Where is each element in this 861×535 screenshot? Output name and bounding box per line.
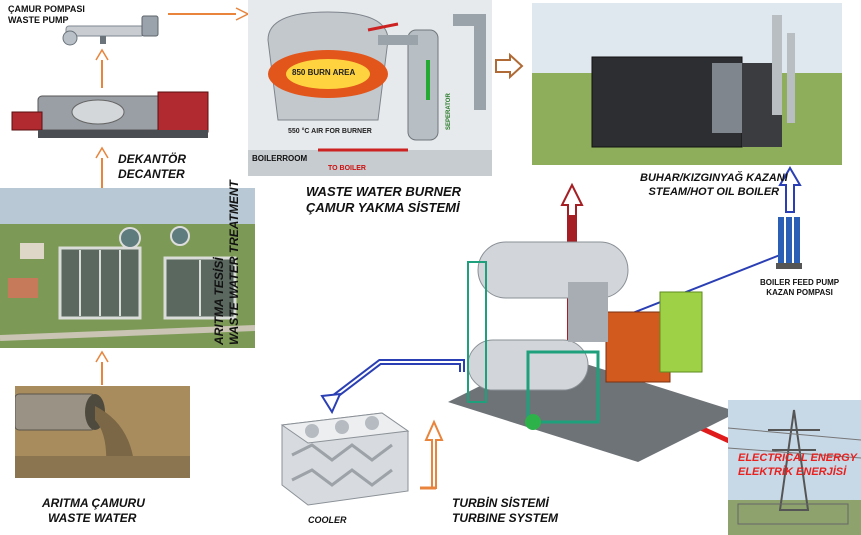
burner-label-tr: ÇAMUR YAKMA SİSTEMİ xyxy=(306,200,460,216)
burner-label-en: WASTE WATER BURNER xyxy=(306,184,462,199)
electric-label-tr: ELEKTRİK ENERJİSİ xyxy=(738,465,847,478)
turbine-label-tr: TURBİN SİSTEMİ xyxy=(452,496,549,510)
burner-image: 850 BURN AREA 550 °C AIR FOR BURNER BOIL… xyxy=(248,0,492,176)
boilerroom-text: BOILERROOM xyxy=(252,154,308,163)
waste-pump-image xyxy=(60,6,165,50)
cooler-image xyxy=(272,405,414,510)
cooler-label: COOLER xyxy=(308,515,347,525)
to-boiler-text: TO BOILER xyxy=(328,165,366,172)
turbine-system-image xyxy=(438,222,738,472)
treatment-label: ARITMA TESİSİ WASTE WATER TREATMENT xyxy=(212,180,242,345)
burn-area-text: 850 BURN AREA xyxy=(292,68,356,77)
electric-grid-image xyxy=(728,400,861,535)
sludge-pipe-image xyxy=(15,386,190,478)
sludge-label-en: WASTE WATER xyxy=(48,511,137,525)
feed-pump-label-en: BOILER FEED PUMP xyxy=(760,278,840,287)
feed-pump-to-boiler-arrow xyxy=(778,166,802,213)
waste-pump-label-tr: ÇAMUR POMPASI xyxy=(8,4,85,14)
turbine-to-cooler-arrow xyxy=(320,359,465,415)
turbine-to-feed-pump-line xyxy=(619,254,781,319)
burner-to-boiler-arrow xyxy=(495,52,524,80)
feed-pump-label-tr: KAZAN POMPASI xyxy=(766,288,833,297)
treatment-label-tr: ARITMA TESİSİ xyxy=(212,257,226,345)
treatment-to-decanter-arrow xyxy=(95,146,109,188)
sludge-to-treatment-arrow xyxy=(95,350,109,385)
decanter-image xyxy=(8,86,218,148)
decanter-label-en: DECANTER xyxy=(118,167,185,181)
cooler-to-turbine-arrow xyxy=(420,419,444,490)
turbine-label-en: TURBINE SYSTEM xyxy=(452,511,559,525)
decanter-to-pump-arrow xyxy=(95,48,109,88)
pump-to-burner-arrow xyxy=(168,7,250,21)
treatment-label-en: WASTE WATER TREATMENT xyxy=(227,180,241,345)
treatment-plant-image xyxy=(0,188,255,348)
sludge-label-tr: ARITMA ÇAMURU xyxy=(42,496,145,510)
waste-pump-label-en: WASTE PUMP xyxy=(8,15,69,26)
electric-label-en: ELECTRICAL ENERGY xyxy=(738,452,857,464)
air-for-burner-text: 550 °C AIR FOR BURNER xyxy=(288,128,372,135)
separator-text: SEPERATOR xyxy=(446,93,452,130)
boiler-image xyxy=(532,3,842,165)
boiler-label-tr: BUHAR/KIZGINYAĞ KAZANI xyxy=(640,172,788,184)
boiler-label-en: STEAM/HOT OIL BOILER xyxy=(648,185,780,198)
decanter-label-tr: DEKANTÖR xyxy=(118,152,186,166)
feed-pump-image xyxy=(776,213,802,269)
